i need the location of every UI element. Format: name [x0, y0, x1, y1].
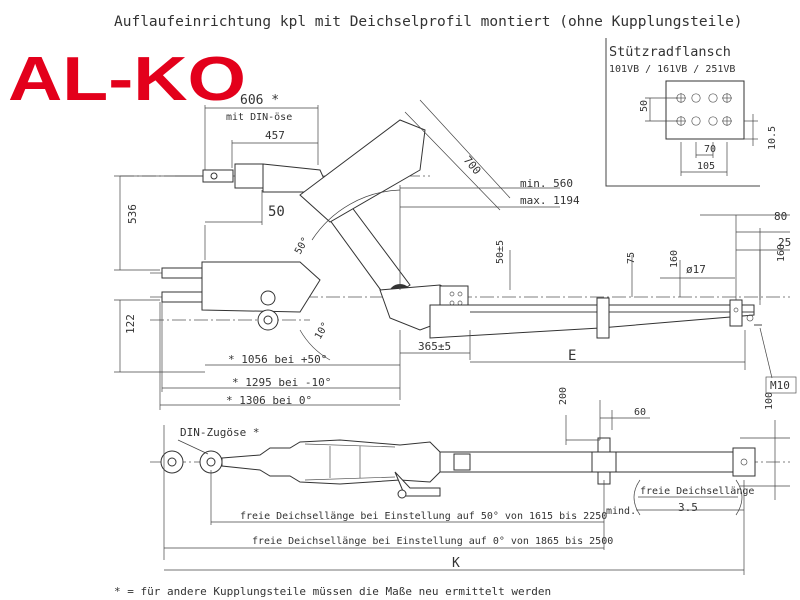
dim-75: 75 — [626, 252, 637, 264]
flange-models: 101VB / 161VB / 251VB — [609, 64, 735, 75]
dim-100: 100 — [764, 392, 775, 410]
footnote: * = für andere Kupplungsteile müssen die… — [114, 585, 551, 598]
mind-label: mind. — [606, 506, 636, 517]
dim-k: K — [452, 556, 460, 571]
dim-160-b: 160 — [776, 244, 787, 262]
freie-0: freie Deichsellänge bei Einstellung auf … — [252, 536, 613, 547]
mind-value: 3.5 — [678, 501, 698, 514]
angle-10: 10° — [313, 320, 332, 341]
dim-50: 50 — [268, 204, 285, 220]
dim-m10: M10 — [770, 379, 790, 392]
dim-365: 365±5 — [418, 340, 451, 353]
top-view: DIN-Zugöse * 200 60 100 freie Deichsellä… — [150, 387, 790, 575]
side-view: 606 * mit DIN-öse 457 50 536 122 700 50°… — [114, 93, 797, 410]
dim-max-1194: max. 1194 — [520, 194, 580, 207]
dim-700: 700 — [461, 154, 484, 178]
coupling-head-raised — [175, 163, 331, 193]
freie-label: freie Deichsellänge — [640, 486, 754, 497]
dim-din-oese: mit DIN-öse — [226, 112, 292, 123]
drawing-title: Auflaufeinrichtung kpl mit Deichselprofi… — [114, 14, 743, 30]
dim-1295: * 1295 bei -10° — [232, 376, 331, 389]
lever-arm — [299, 119, 426, 301]
dim-60: 60 — [634, 407, 646, 418]
coupling-head-low — [161, 261, 321, 331]
angle-50: 50° — [293, 235, 312, 256]
dim-25: 25 — [778, 236, 791, 249]
drawbar-profile — [429, 297, 762, 339]
dim-min-560: min. 560 — [520, 177, 573, 190]
dim-606: 606 * — [240, 93, 279, 108]
dim-200: 200 — [558, 387, 569, 405]
dim-160-a: 160 — [669, 250, 680, 268]
dim-1056: * 1056 bei +50° — [228, 353, 327, 366]
dim-122: 122 — [124, 314, 137, 334]
alko-logo: AL-KO — [8, 45, 246, 114]
flange-dim-50: 50 — [639, 100, 650, 112]
flange-dim-10-5: 10.5 — [767, 126, 778, 150]
dim-1306: * 1306 bei 0° — [226, 394, 312, 407]
freie-50: freie Deichsellänge bei Einstellung auf … — [240, 511, 607, 522]
dim-457: 457 — [265, 129, 285, 142]
dim-80: 80 — [774, 210, 787, 223]
flange-dim-105: 105 — [697, 161, 715, 172]
dim-50pm5: 50±5 — [495, 240, 506, 264]
din-zugoese-label: DIN-Zugöse * — [180, 426, 259, 439]
dim-e: E — [568, 348, 576, 364]
flange-title: Stützradflansch — [609, 44, 731, 60]
dim-17: ø17 — [686, 263, 706, 276]
flange-dim-70: 70 — [704, 144, 716, 155]
flange-detail: Stützradflansch 101VB / 161VB / 251VB 50… — [605, 38, 778, 187]
dim-536: 536 — [126, 204, 139, 224]
